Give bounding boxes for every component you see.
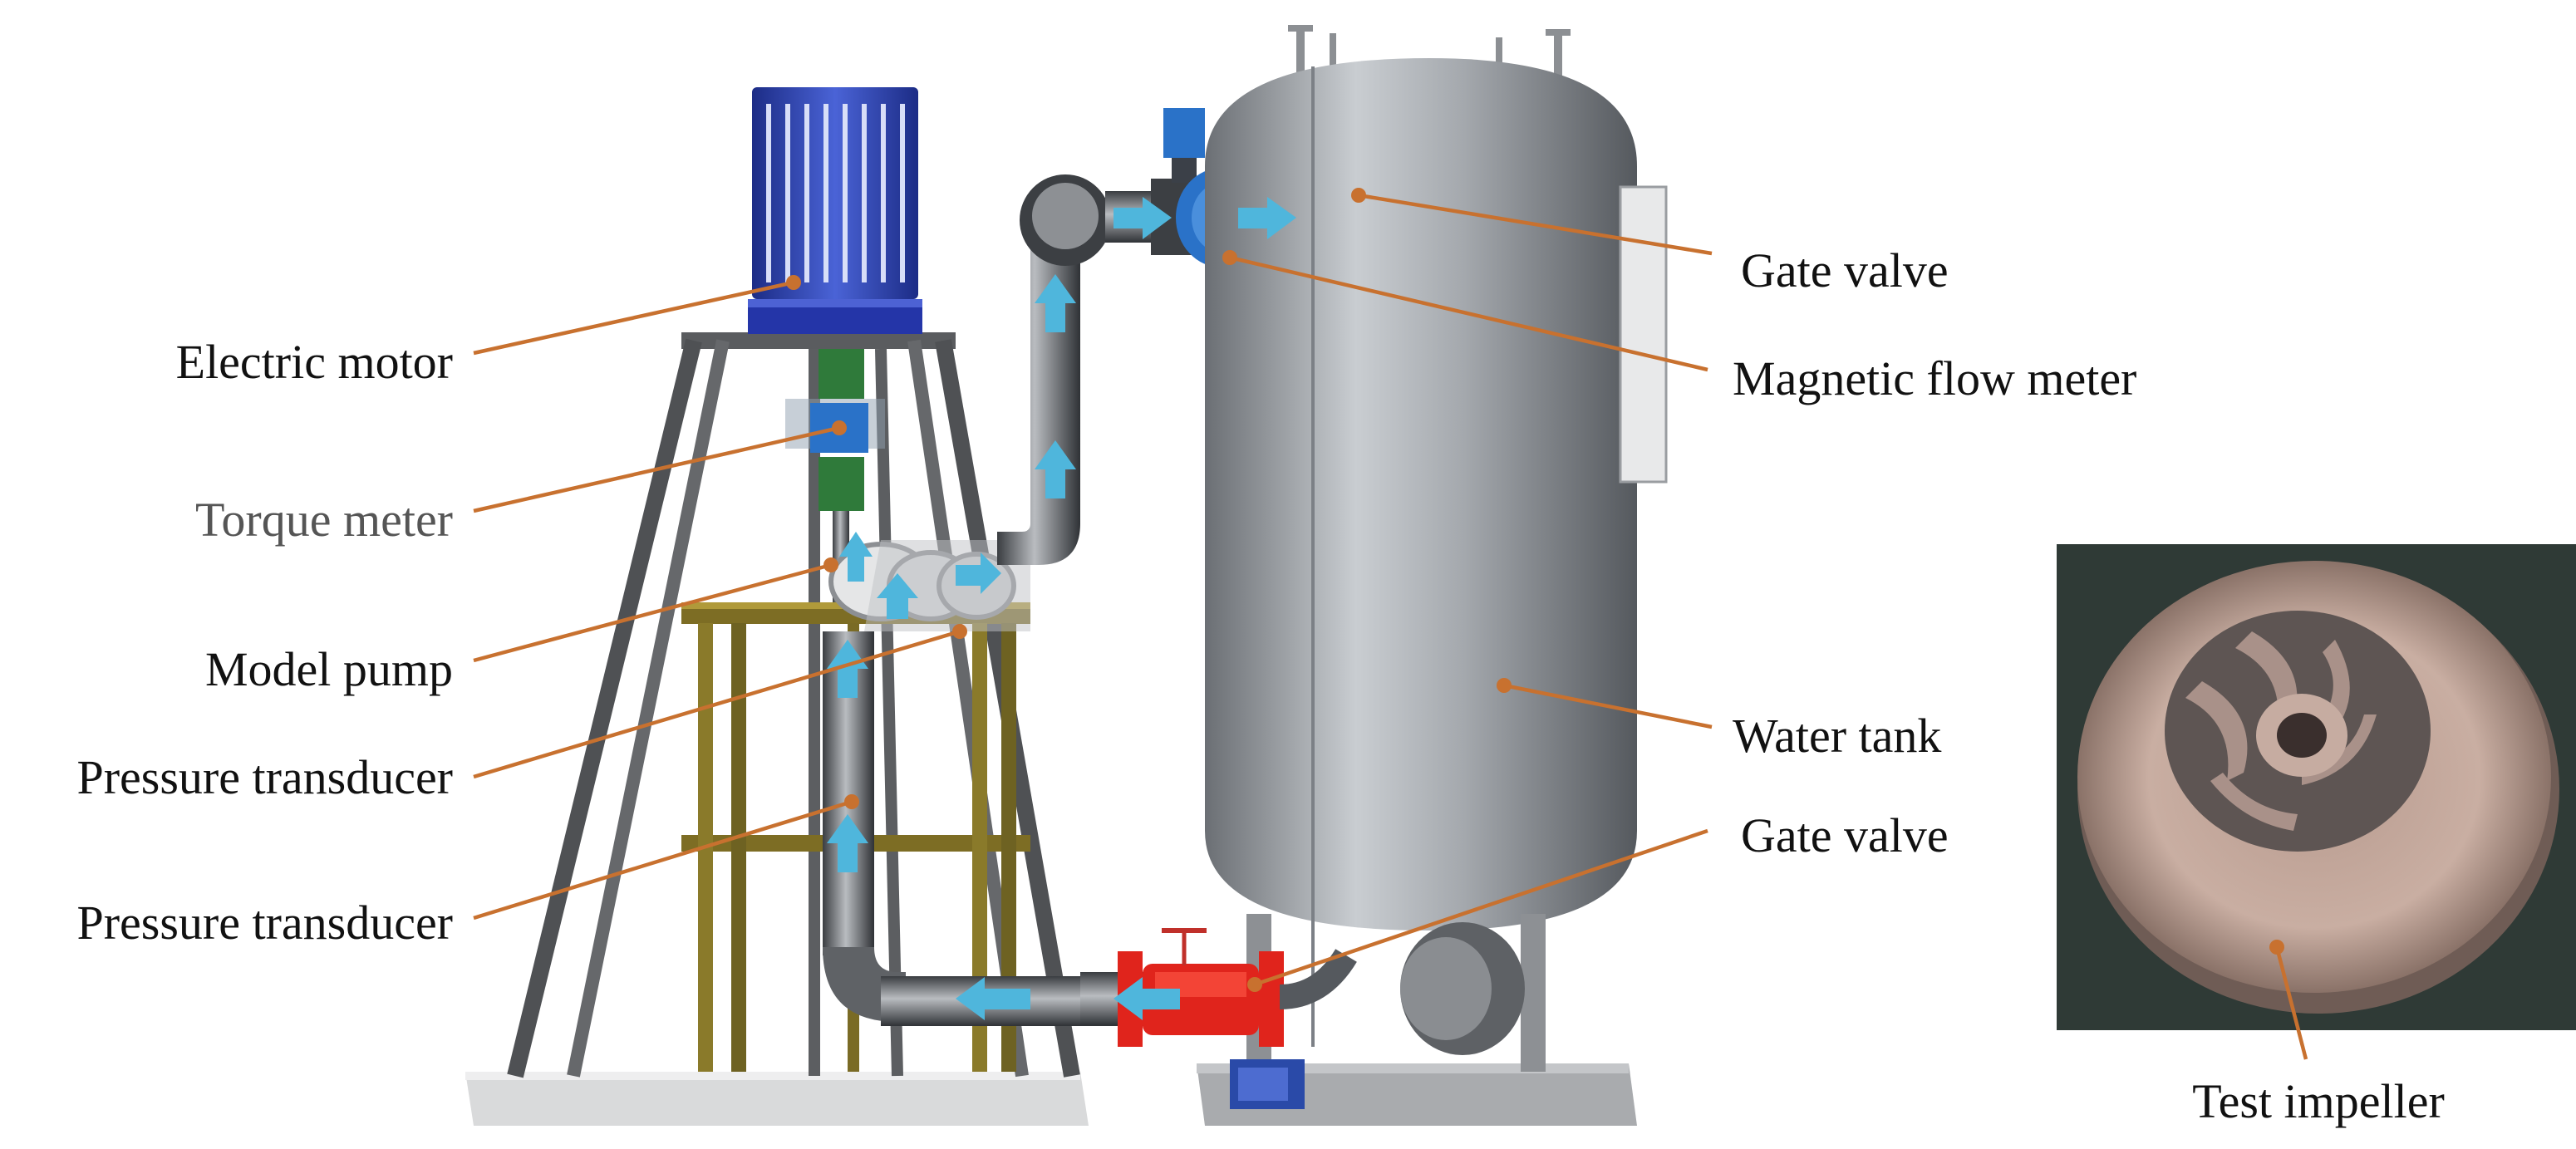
leader-pressure-transducer-2 [473, 799, 853, 921]
label-water-tank: Water tank [1733, 709, 1941, 763]
leader-test-impeller [2274, 946, 2308, 1060]
leader-lines [473, 188, 2308, 1060]
base-platforms [465, 1063, 1637, 1126]
electric-motor [748, 87, 922, 334]
leader-model-pump [473, 562, 832, 663]
flow-arrows [827, 197, 1296, 1020]
leader-pressure-transducer-1 [473, 629, 961, 779]
label-model-pump: Model pump [205, 642, 453, 696]
label-test-impeller: Test impeller [2192, 1074, 2445, 1128]
leader-water-tank [1503, 683, 1713, 729]
leader-magnetic-flow-meter [1229, 255, 1708, 372]
label-pressure-transducer-1: Pressure transducer [76, 750, 453, 804]
label-electric-motor: Electric motor [176, 335, 453, 389]
label-torque-meter: Torque meter [195, 493, 453, 547]
test-impeller-photo [2057, 544, 2576, 1030]
label-pressure-transducer-2: Pressure transducer [76, 896, 453, 950]
leader-gate-valve-bottom [1254, 828, 1708, 987]
label-gate-valve-top: Gate valve [1741, 243, 1949, 297]
leader-gate-valve-top [1358, 193, 1713, 256]
return-pipe [1080, 928, 1357, 1047]
water-tank [1205, 25, 1668, 1109]
leader-torque-meter [473, 425, 840, 513]
label-magnetic-flow-meter: Magnetic flow meter [1733, 351, 2136, 405]
labels: Electric motor Torque meter Model pump P… [76, 243, 2444, 1128]
label-gate-valve-bottom: Gate valve [1741, 808, 1949, 862]
leader-electric-motor [473, 280, 794, 356]
